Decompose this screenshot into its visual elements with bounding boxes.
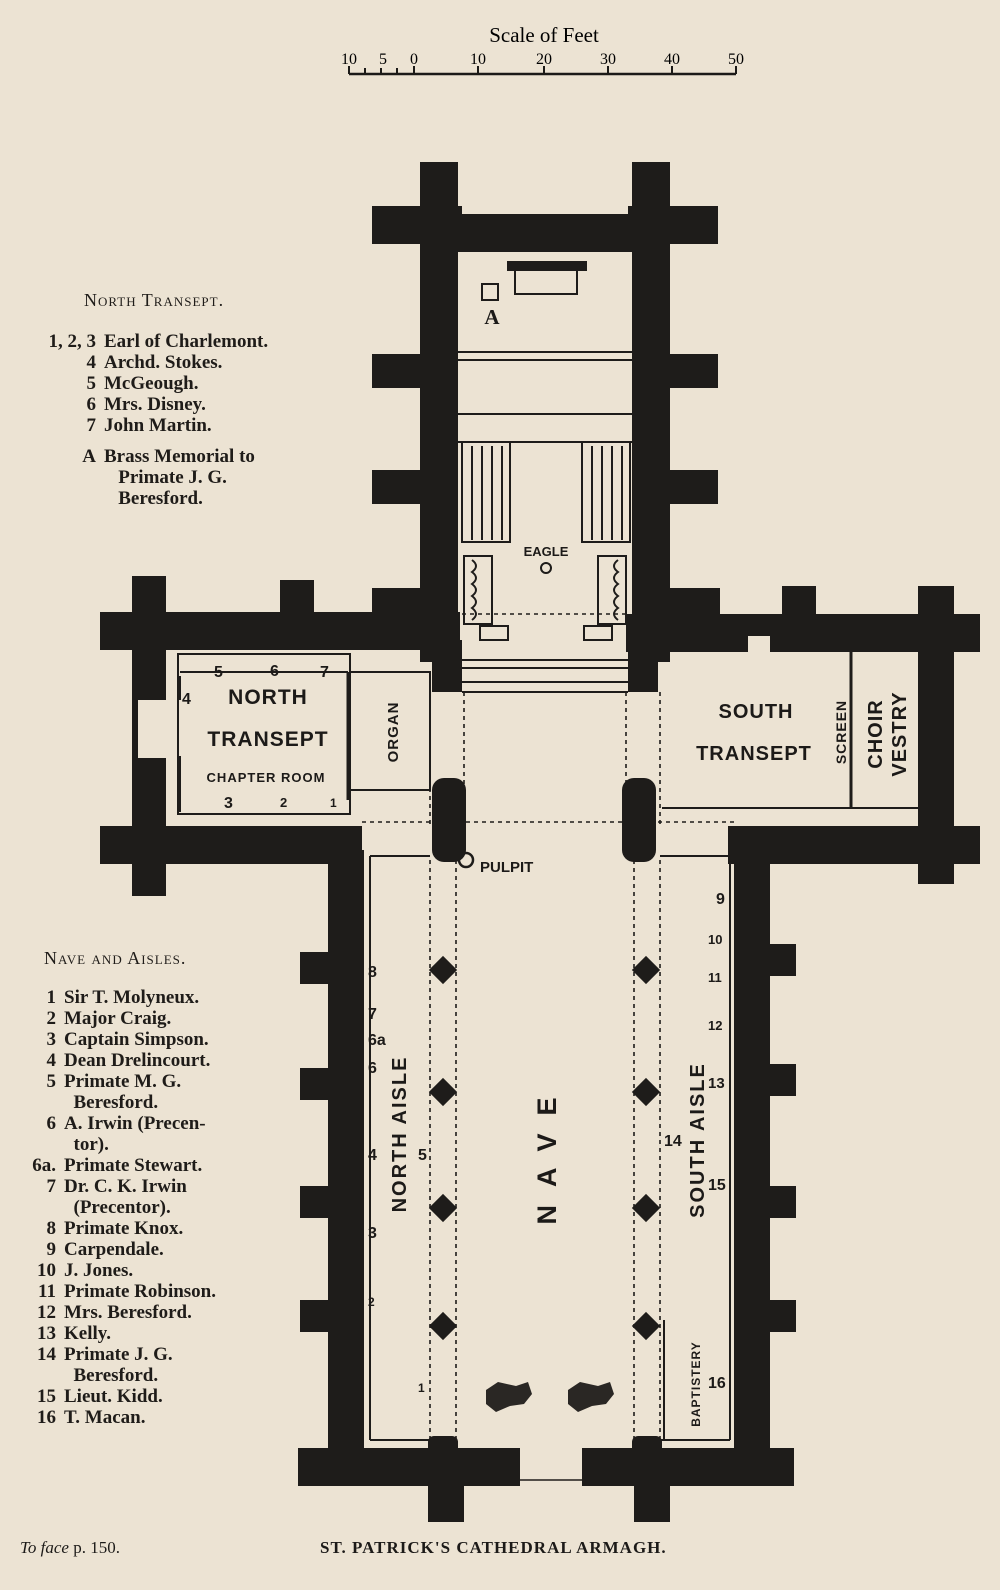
scale-tick-label: 50 bbox=[728, 51, 744, 68]
nt-number: 1 bbox=[330, 796, 337, 810]
north-aisle-number: 7 bbox=[368, 1006, 377, 1023]
legend-item: 6a.Primate Stewart. bbox=[32, 1155, 203, 1176]
plan-title: ST. PATRICK'S CATHEDRAL ARMAGH. bbox=[320, 1538, 667, 1557]
scale-tick-label: 10 bbox=[341, 51, 357, 68]
nt-number: 4 bbox=[182, 691, 191, 708]
plan-lines bbox=[177, 261, 918, 1481]
scale-tick-label: 5 bbox=[379, 51, 387, 68]
south-aisle-number: 16 bbox=[708, 1375, 726, 1392]
north-aisle-number: 4 bbox=[368, 1147, 377, 1164]
plan-numbers: 5 6 7 4 3 2 1 8 7 6a 6 4 5 3 2 1 9 10 11… bbox=[182, 663, 726, 1395]
scale-title: Scale of Feet bbox=[489, 23, 599, 47]
choir-label: CHOIR bbox=[865, 699, 887, 768]
north-aisle-label: NORTH AISLE bbox=[389, 1056, 411, 1213]
nt-number: 7 bbox=[320, 664, 329, 681]
south-aisle-number: 9 bbox=[716, 891, 725, 908]
scale-tick-label: 20 bbox=[536, 51, 552, 68]
eagle-label: EAGLE bbox=[524, 544, 569, 559]
south-aisle-label: SOUTH AISLE bbox=[687, 1062, 709, 1218]
baptistery-label: BAPTISTERY bbox=[689, 1341, 703, 1427]
north-aisle-number: 3 bbox=[368, 1225, 377, 1242]
south-transept-label: SOUTH bbox=[719, 701, 794, 723]
legend-heading: Nave and Aisles. bbox=[44, 948, 187, 968]
scale-tick-label: 10 bbox=[470, 51, 486, 68]
tomb-effigies bbox=[486, 1382, 614, 1412]
scale-tick-label: 30 bbox=[600, 51, 616, 68]
organ-label: ORGAN bbox=[385, 702, 402, 763]
chapter-room-label: CHAPTER ROOM bbox=[207, 770, 326, 785]
cathedral-walls bbox=[100, 162, 980, 1522]
south-aisle-number: 15 bbox=[708, 1177, 726, 1194]
north-aisle-number: 6a bbox=[368, 1032, 386, 1049]
south-aisle-number: 14 bbox=[664, 1133, 682, 1150]
page-number: p. 150. bbox=[73, 1538, 120, 1557]
north-transept-label: NORTH bbox=[228, 686, 308, 709]
screen-label: SCREEN bbox=[833, 700, 849, 764]
south-aisle-number: 10 bbox=[708, 932, 722, 947]
north-aisle-number: 1 bbox=[418, 1381, 425, 1395]
south-aisle-number: 11 bbox=[708, 970, 722, 985]
scale-tick-label: 0 bbox=[410, 51, 418, 68]
nave-label: NAVE bbox=[532, 1079, 562, 1224]
pulpit-label: PULPIT bbox=[480, 859, 533, 876]
nt-number: 5 bbox=[214, 664, 223, 681]
north-aisle-number: 2 bbox=[368, 1295, 375, 1309]
north-aisle-number: 5 bbox=[418, 1147, 427, 1164]
nt-number: 2 bbox=[280, 795, 287, 810]
south-aisle-number: 13 bbox=[708, 1075, 725, 1092]
vestry-label: VESTRY bbox=[889, 691, 911, 776]
scale-bar: Scale of Feet 10 5 0 10 20 30 40 50 bbox=[341, 23, 744, 76]
north-transept-label-2: TRANSEPT bbox=[207, 728, 328, 751]
north-aisle-number: 8 bbox=[368, 964, 377, 981]
nt-number: 6 bbox=[270, 663, 279, 680]
scale-tick-label: 40 bbox=[664, 51, 680, 68]
memorial-a-label: A bbox=[484, 305, 500, 329]
to-face-text: To face bbox=[20, 1538, 69, 1557]
north-aisle-number: 6 bbox=[368, 1060, 377, 1077]
south-aisle-number: 12 bbox=[708, 1018, 722, 1033]
plan-labels: A EAGLE NORTH TRANSEPT CHAPTER ROOM ORGA… bbox=[207, 305, 911, 1427]
page-reference: To face p. 150. bbox=[20, 1538, 120, 1558]
nt-number: 3 bbox=[224, 795, 233, 812]
legend-heading: North Transept. bbox=[84, 290, 225, 310]
south-transept-label-2: TRANSEPT bbox=[696, 743, 812, 765]
